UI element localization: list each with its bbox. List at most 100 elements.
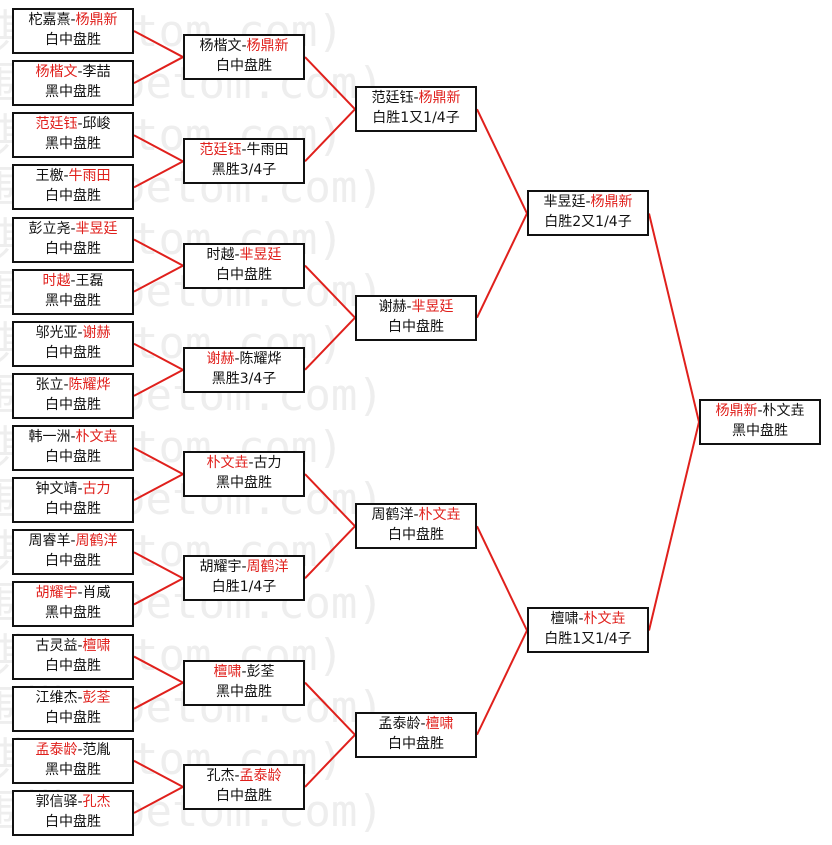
match-result: 黑中盘胜 bbox=[45, 293, 101, 309]
connector-line bbox=[476, 108, 528, 214]
match-result: 黑中盘胜 bbox=[732, 423, 788, 439]
player-white: 肖威 bbox=[82, 585, 111, 601]
match-result: 白中盘胜 bbox=[388, 736, 444, 752]
match-players: 张立-陈耀烨 bbox=[14, 375, 132, 395]
match-result: 白中盘胜 bbox=[45, 710, 101, 726]
match-box-round-1: 江维杰-彭荃白中盘胜 bbox=[12, 686, 134, 732]
match-players: 韩一洲-朴文垚 bbox=[14, 427, 132, 447]
match-players: 杨鼎新-朴文垚 bbox=[701, 401, 819, 421]
match-players: 谢赫-陈耀烨 bbox=[185, 349, 303, 369]
match-players: 胡耀宇-肖威 bbox=[14, 583, 132, 603]
match-result: 白中盘胜 bbox=[388, 527, 444, 543]
separator: - bbox=[241, 559, 247, 575]
separator: - bbox=[63, 377, 69, 393]
match-result: 黑中盘胜 bbox=[45, 762, 101, 778]
player-white: 朴文垚 bbox=[75, 429, 118, 445]
separator: - bbox=[77, 64, 83, 80]
connector-line bbox=[133, 134, 184, 163]
separator: - bbox=[70, 429, 76, 445]
match-result: 白中盘胜 bbox=[45, 188, 101, 204]
player-white: 杨鼎新 bbox=[590, 194, 633, 210]
match-players: 周鹤洋-朴文垚 bbox=[357, 505, 475, 525]
separator: - bbox=[70, 273, 76, 289]
separator: - bbox=[77, 116, 83, 132]
match-result: 白中盘胜 bbox=[45, 397, 101, 413]
player-black: 朴文垚 bbox=[206, 455, 249, 471]
match-players: 胡耀宇-周鹤洋 bbox=[185, 557, 303, 577]
match-box-round-4: 檀啸-朴文垚白胜1又1/4子 bbox=[527, 607, 649, 653]
player-black: 谢赫 bbox=[378, 299, 407, 315]
match-players: 江维杰-彭荃 bbox=[14, 688, 132, 708]
connector-line bbox=[133, 447, 184, 475]
match-players: 孟泰龄-范胤 bbox=[14, 740, 132, 760]
player-white: 芈昱廷 bbox=[75, 221, 118, 237]
match-box-round-3: 谢赫-芈昱廷白中盘胜 bbox=[355, 295, 477, 341]
match-result: 白中盘胜 bbox=[45, 345, 101, 361]
player-black: 檀啸 bbox=[213, 664, 242, 680]
match-box-round-4: 芈昱廷-杨鼎新白胜2又1/4子 bbox=[527, 190, 649, 236]
player-white: 芈昱廷 bbox=[411, 299, 454, 315]
connector-line bbox=[476, 525, 528, 631]
match-result: 白中盘胜 bbox=[216, 58, 272, 74]
separator: - bbox=[77, 481, 83, 497]
player-white: 朴文垚 bbox=[418, 507, 461, 523]
match-players: 孔杰-孟泰龄 bbox=[185, 766, 303, 786]
match-box-round-2: 孔杰-孟泰龄白中盘胜 bbox=[183, 764, 305, 810]
connector-line bbox=[133, 577, 184, 606]
player-white: 李喆 bbox=[82, 64, 111, 80]
match-result: 白胜1又1/4子 bbox=[372, 110, 460, 126]
player-white: 孔杰 bbox=[82, 794, 111, 810]
match-players: 范廷钰-邱峻 bbox=[14, 114, 132, 134]
player-black: 时越 bbox=[42, 273, 71, 289]
player-black: 张立 bbox=[35, 377, 64, 393]
player-black: 芈昱廷 bbox=[543, 194, 586, 210]
match-result: 黑中盘胜 bbox=[45, 136, 101, 152]
player-white: 古力 bbox=[253, 455, 282, 471]
connector-line bbox=[133, 368, 184, 397]
match-players: 杨楷文-杨鼎新 bbox=[185, 36, 303, 56]
match-box-round-1: 孟泰龄-范胤黑中盘胜 bbox=[12, 738, 134, 784]
match-players: 古灵益-檀啸 bbox=[14, 636, 132, 656]
separator: - bbox=[420, 716, 426, 732]
match-players: 彭立尧-芈昱廷 bbox=[14, 219, 132, 239]
match-box-round-3: 周鹤洋-朴文垚白中盘胜 bbox=[355, 503, 477, 549]
match-result: 黑胜3/4子 bbox=[211, 371, 277, 387]
match-players: 范廷钰-杨鼎新 bbox=[357, 88, 475, 108]
match-box-round-1: 韩一洲-朴文垚白中盘胜 bbox=[12, 425, 134, 471]
player-white: 古力 bbox=[82, 481, 111, 497]
player-black: 柁嘉熹 bbox=[28, 12, 71, 28]
connector-line bbox=[133, 473, 184, 502]
player-black: 范廷钰 bbox=[35, 116, 78, 132]
player-black: 孔杰 bbox=[206, 768, 235, 784]
connector-line bbox=[476, 213, 528, 319]
match-box-round-3: 范廷钰-杨鼎新白胜1又1/4子 bbox=[355, 86, 477, 132]
match-box-round-1: 邬光亚-谢赫白中盘胜 bbox=[12, 321, 134, 367]
player-black: 彭立尧 bbox=[28, 221, 71, 237]
connector-line bbox=[133, 342, 184, 371]
player-black: 孟泰龄 bbox=[378, 716, 421, 732]
match-players: 王檄-牛雨田 bbox=[14, 166, 132, 186]
player-black: 孟泰龄 bbox=[35, 742, 78, 758]
separator: - bbox=[77, 638, 83, 654]
separator: - bbox=[406, 299, 412, 315]
player-black: 杨楷文 bbox=[35, 64, 78, 80]
connector-line bbox=[304, 317, 356, 371]
player-black: 周睿羊 bbox=[28, 533, 71, 549]
player-white: 牛雨田 bbox=[246, 142, 289, 158]
player-black: 江维杰 bbox=[35, 690, 78, 706]
match-players: 邬光亚-谢赫 bbox=[14, 323, 132, 343]
connector-line bbox=[133, 160, 184, 189]
match-result: 白中盘胜 bbox=[216, 788, 272, 804]
separator: - bbox=[241, 142, 247, 158]
separator: - bbox=[77, 325, 83, 341]
match-box-round-1: 郭信驿-孔杰白中盘胜 bbox=[12, 790, 134, 836]
match-box-round-3: 孟泰龄-檀啸白中盘胜 bbox=[355, 712, 477, 758]
connector-line bbox=[304, 525, 356, 580]
player-white: 谢赫 bbox=[82, 325, 111, 341]
match-result: 白中盘胜 bbox=[45, 501, 101, 517]
separator: - bbox=[70, 533, 76, 549]
match-box-round-1: 钟文靖-古力白中盘胜 bbox=[12, 477, 134, 523]
separator: - bbox=[234, 351, 240, 367]
